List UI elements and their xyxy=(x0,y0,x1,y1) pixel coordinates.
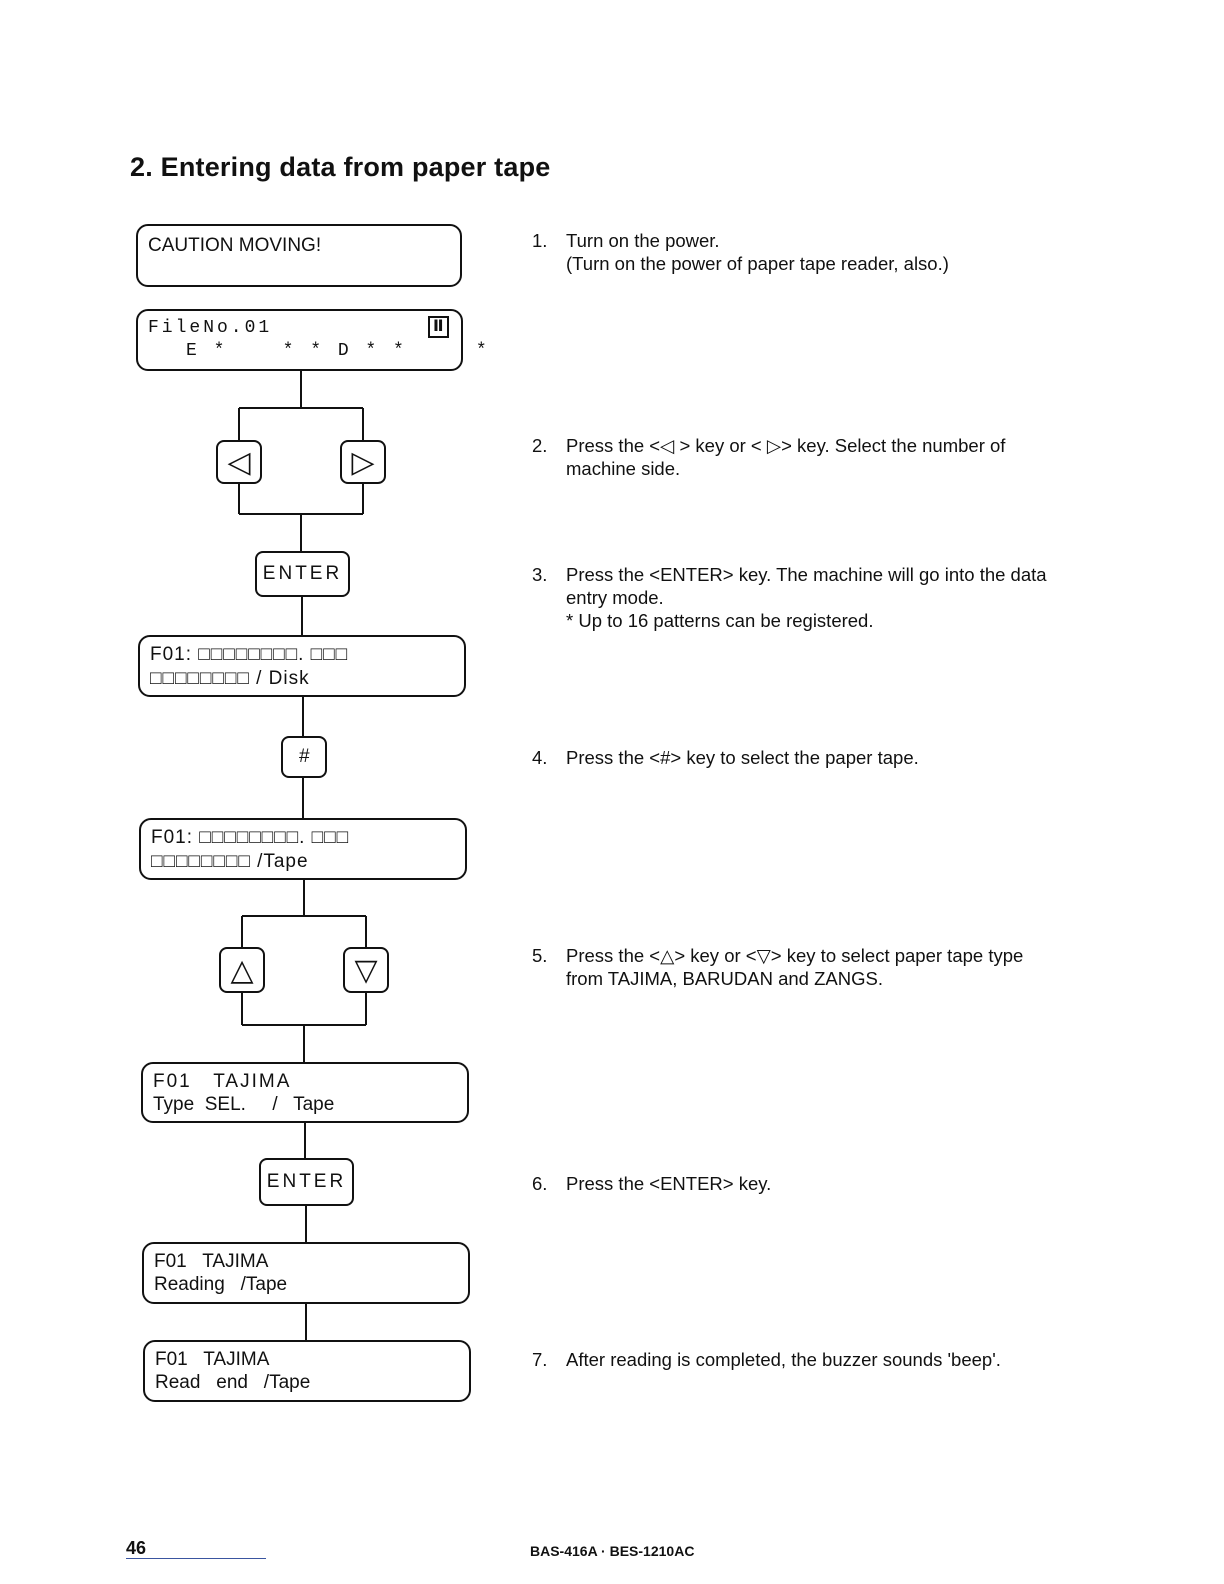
hash-key-label: # xyxy=(298,746,310,767)
machine-indicator: Ⅱ xyxy=(428,316,449,338)
hash-key[interactable]: # xyxy=(281,736,327,778)
right-arrow-key[interactable]: ▷ xyxy=(340,440,386,484)
display-line-1: F01 TAJIMA xyxy=(154,1251,269,1272)
left-arrow-key[interactable]: ◁ xyxy=(216,440,262,484)
step-number: 2. xyxy=(532,435,548,456)
step-number: 1. xyxy=(532,230,548,251)
display-read-end: F01 TAJIMA Read end /Tape xyxy=(143,1340,471,1402)
step-number: 7. xyxy=(532,1349,548,1370)
right-arrow-icon: ▷ xyxy=(351,445,375,479)
enter-key[interactable]: ENTER xyxy=(259,1158,354,1206)
section-title: 2. Entering data from paper tape xyxy=(130,152,551,182)
step-number: 6. xyxy=(532,1173,548,1194)
display-type-select: F01 TAJIMA Type SEL. / Tape xyxy=(141,1062,469,1123)
step-text: After reading is completed, the buzzer s… xyxy=(566,1349,1001,1370)
page-number-underline xyxy=(126,1558,266,1559)
step-line-2: from TAJIMA, BARUDAN and ZANGS. xyxy=(566,968,883,989)
display-line-2: □□□□□□□□ / Disk xyxy=(150,668,310,689)
step-line-1: Press the <◁ > key or < ▷> key. Select t… xyxy=(566,435,1006,456)
display-line-1: F01 TAJIMA xyxy=(155,1349,270,1370)
display-line-1: CAUTION MOVING! xyxy=(148,235,322,256)
step-line-2: entry mode. xyxy=(566,587,664,608)
display-line-2: □□□□□□□□ /Tape xyxy=(151,851,309,872)
step-text: Press the <△> key or <▽> key to select p… xyxy=(566,944,1126,990)
display-reading: F01 TAJIMA Reading /Tape xyxy=(142,1242,470,1304)
left-arrow-icon: ◁ xyxy=(227,445,251,479)
display-line-2: Type SEL. / Tape xyxy=(153,1094,335,1115)
step-line-1: Press the <ENTER> key. The machine will … xyxy=(566,564,1047,585)
display-caution: CAUTION MOVING! xyxy=(136,224,462,287)
enter-key[interactable]: ENTER xyxy=(255,551,350,597)
step-text: Press the <ENTER> key. xyxy=(566,1173,772,1194)
display-line-1: FileNo.01 xyxy=(148,318,273,338)
up-arrow-key[interactable]: △ xyxy=(219,947,265,993)
step-number: 3. xyxy=(532,564,548,585)
step-line-1: Press the <△> key or <▽> key to select p… xyxy=(566,945,1024,966)
down-arrow-icon: ▽ xyxy=(354,953,378,987)
display-tape: F01: □□□□□□□□. □□□ □□□□□□□□ /Tape xyxy=(139,818,467,880)
step-line-2: (Turn on the power of paper tape reader,… xyxy=(566,253,949,274)
step-line-1: Turn on the power. xyxy=(566,230,720,251)
display-line-1: F01 TAJIMA xyxy=(153,1071,292,1092)
step-text: Press the <#> key to select the paper ta… xyxy=(566,747,919,768)
display-line-1: F01: □□□□□□□□. □□□ xyxy=(150,644,349,665)
step-line-2: machine side. xyxy=(566,458,681,479)
step-text: Turn on the power. (Turn on the power of… xyxy=(566,229,1126,275)
display-line-2: Reading /Tape xyxy=(154,1274,288,1295)
enter-key-label: ENTER xyxy=(266,1171,347,1192)
down-arrow-key[interactable]: ▽ xyxy=(343,947,389,993)
display-line-2: E * * * D * * * xyxy=(186,341,490,361)
enter-key-label: ENTER xyxy=(262,563,343,584)
model-code: BAS-416A · BES-1210AC xyxy=(530,1543,695,1559)
display-disk: F01: □□□□□□□□. □□□ □□□□□□□□ / Disk xyxy=(138,635,466,697)
step-text: Press the <◁ > key or < ▷> key. Select t… xyxy=(566,434,1126,480)
step-note: * Up to 16 patterns can be registered. xyxy=(566,610,874,631)
up-arrow-icon: △ xyxy=(230,953,254,987)
step-text: Press the <ENTER> key. The machine will … xyxy=(566,563,1126,632)
display-file-number: FileNo.01 Ⅱ E * * * D * * * xyxy=(136,309,487,371)
step-number: 5. xyxy=(532,945,548,966)
display-line-1: F01: □□□□□□□□. □□□ xyxy=(151,827,350,848)
display-line-2: Read end /Tape xyxy=(155,1372,311,1393)
step-number: 4. xyxy=(532,747,548,768)
page-number: 46 xyxy=(126,1538,147,1558)
